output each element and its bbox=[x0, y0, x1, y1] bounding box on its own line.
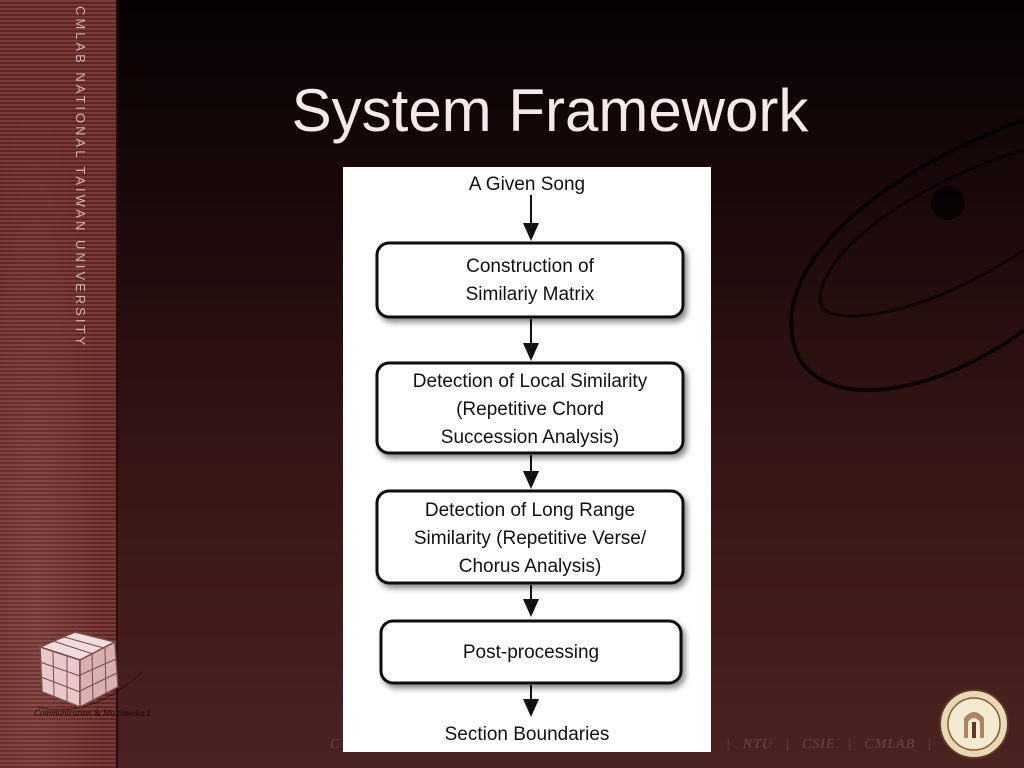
cmlab-cube-logo: Communication & Multimedia Lab bbox=[34, 631, 150, 718]
output-label: Section Boundaries bbox=[444, 724, 610, 745]
arrow bbox=[523, 455, 539, 489]
step-label: Post-processing bbox=[381, 639, 681, 667]
footer-item: CMLAB bbox=[864, 737, 916, 752]
arrow bbox=[523, 685, 539, 717]
step-label: Detection of Local Similarity (Repetitiv… bbox=[377, 368, 683, 452]
step-box bbox=[379, 619, 683, 685]
footer-fragment: C bbox=[330, 737, 340, 752]
input-label: A Given Song bbox=[468, 174, 586, 195]
step-line: Construction of bbox=[466, 256, 594, 277]
step-line: Succession Analysis) bbox=[440, 427, 620, 448]
step-line: Detection of Local Similarity bbox=[412, 371, 648, 392]
footer-item: CSIE bbox=[801, 737, 836, 752]
arrow bbox=[523, 319, 539, 361]
flowchart: A Given Song Construction of Similariy M… bbox=[343, 167, 711, 752]
flowchart-shapes bbox=[375, 195, 685, 717]
university-seal-icon bbox=[939, 689, 1009, 759]
step-line: Similarity (Repetitive Verse/ bbox=[413, 528, 647, 549]
footer-item: NTU bbox=[742, 737, 774, 752]
step-line: Similariy Matrix bbox=[465, 284, 595, 305]
step-box bbox=[375, 241, 685, 319]
footer-bar: |NTU|CSIE|CMLAB| bbox=[726, 737, 933, 752]
step-line: Chorus Analysis) bbox=[458, 556, 602, 577]
arrow bbox=[523, 585, 539, 617]
step-label: Detection of Long Range Similarity (Repe… bbox=[377, 497, 683, 581]
side-label: CMLAB NATIONAL TAIWAN UNIVERSITY bbox=[73, 6, 88, 349]
step-line: Detection of Long Range bbox=[424, 500, 636, 521]
page-title: System Framework bbox=[291, 77, 809, 144]
logo-text: Communication & Multimedia Lab bbox=[34, 708, 150, 718]
step-box bbox=[375, 489, 685, 585]
step-box bbox=[375, 361, 685, 455]
step-line: (Repetitive Chord bbox=[456, 399, 604, 420]
step-label: Construction of Similariy Matrix bbox=[377, 253, 683, 309]
arrow bbox=[523, 195, 539, 241]
step-line: Post-processing bbox=[462, 642, 600, 663]
